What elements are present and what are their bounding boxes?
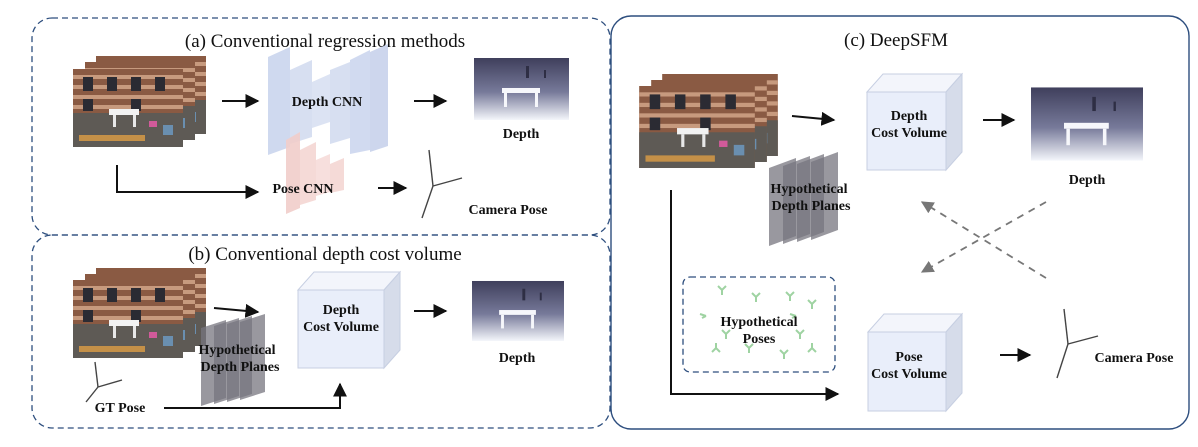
panel-b-planes-label-1: Hypothetical	[199, 343, 276, 358]
arrow-images-to-planes	[213, 303, 260, 318]
panel-a-camera-pose-label: Camera Pose	[469, 203, 548, 218]
pose-cnn-block	[286, 132, 344, 214]
depth-map-icon	[1031, 87, 1143, 161]
depth-cnn-label: Depth CNN	[292, 95, 362, 110]
arrow-gt-pose-to-cost-volume	[164, 382, 347, 409]
gt-pose-label: GT Pose	[95, 401, 146, 416]
panel-c: (c) DeepSFM Hypothetical Depth Planes De…	[610, 15, 1190, 430]
hypothetical-depth-planes-icon	[769, 152, 838, 246]
pose-cost-volume-cube	[866, 312, 964, 413]
camera-axes-icon	[85, 361, 123, 403]
panel-b-cost-volume-label-1: Depth	[323, 303, 360, 318]
panel-a-depth-label: Depth	[503, 127, 540, 142]
arrow-images-to-depth-cost-volume	[791, 111, 836, 126]
panel-a-border	[31, 17, 611, 236]
depth-cnn-block	[268, 44, 388, 155]
panel-b-border	[31, 234, 611, 429]
panel-a: (a) Conventional regression methods Dept…	[31, 17, 611, 236]
panel-a-title: (a) Conventional regression methods	[185, 31, 465, 52]
camera-axes-icon	[1056, 308, 1099, 379]
panel-c-planes-label-1: Hypothetical	[771, 182, 848, 197]
panel-c-depth-cv-label-1: Depth	[891, 109, 928, 124]
depth-cost-volume-cube	[296, 270, 402, 370]
image-stack-icon	[639, 74, 778, 168]
hypothetical-poses-label-1: Hypothetical	[721, 315, 798, 330]
arrow-images-to-pose-cnn	[116, 165, 260, 199]
hypothetical-poses-label-2: Poses	[743, 332, 776, 347]
pose-cnn-label: Pose CNN	[272, 182, 333, 197]
image-stack-icon	[73, 56, 206, 147]
panel-c-title: (c) DeepSFM	[844, 30, 948, 51]
depth-cost-volume-cube	[865, 72, 964, 172]
pose-cv-label-2: Cost Volume	[871, 367, 947, 382]
panel-c-camera-pose-label: Camera Pose	[1095, 351, 1174, 366]
arrow-images-to-pose-cost-volume	[670, 190, 840, 401]
image-stack-icon	[73, 268, 206, 358]
panel-b: (b) Conventional depth cost volume Hypot…	[31, 234, 611, 429]
hypothetical-poses-box	[682, 276, 836, 373]
panel-c-depth-label: Depth	[1069, 173, 1106, 188]
depth-map-icon	[472, 280, 564, 342]
hypothetical-pose-marker-icon	[699, 285, 817, 359]
panel-c-border	[610, 15, 1190, 430]
panel-b-depth-label: Depth	[499, 351, 536, 366]
dashed-arrow-depth-to-pose-cv	[920, 201, 1047, 273]
panel-b-cost-volume-label-2: Cost Volume	[303, 320, 379, 335]
pose-cv-label-1: Pose	[895, 350, 922, 365]
panel-c-planes-label-2: Depth Planes	[772, 199, 852, 214]
depth-map-icon	[474, 58, 569, 120]
panel-c-depth-cv-label-2: Cost Volume	[871, 126, 947, 141]
camera-axes-icon	[421, 149, 463, 219]
dashed-arrow-camera-pose-to-depth-cv	[920, 201, 1047, 279]
panel-b-planes-label-2: Depth Planes	[201, 360, 281, 375]
hypothetical-depth-planes-icon	[201, 314, 265, 406]
panel-b-title: (b) Conventional depth cost volume	[188, 244, 461, 265]
